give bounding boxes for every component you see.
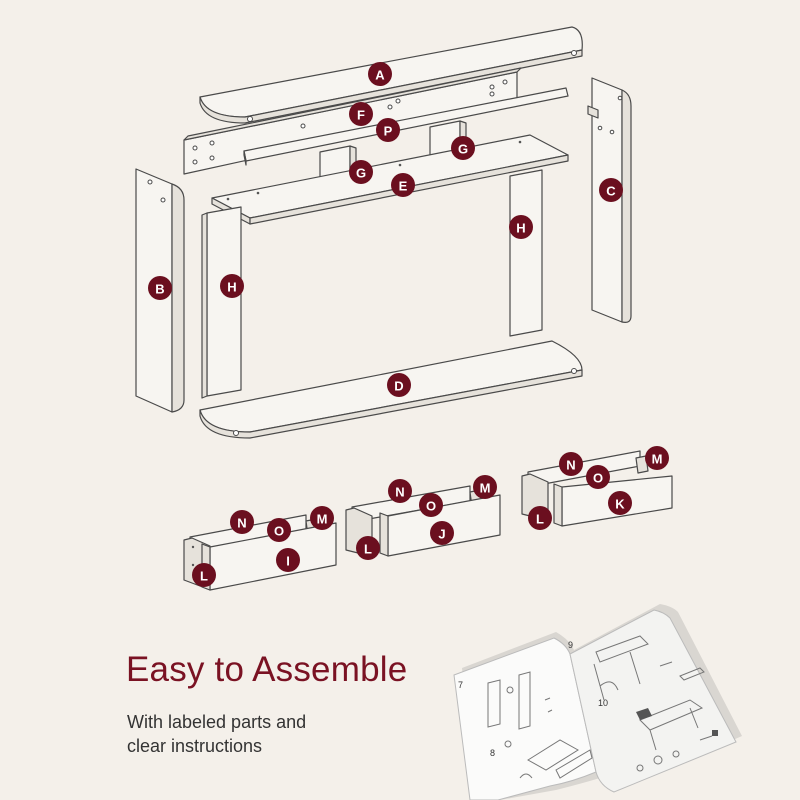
badge-e: E: [391, 173, 415, 197]
badge-n-3: N: [559, 452, 583, 476]
badge-b: B: [148, 276, 172, 300]
badge-c: C: [599, 178, 623, 202]
svg-text:H: H: [516, 221, 525, 236]
badge-l-3: L: [528, 506, 552, 530]
svg-text:O: O: [426, 499, 436, 514]
badge-d: D: [387, 373, 411, 397]
manual-page-9: 9: [568, 640, 573, 650]
svg-text:I: I: [286, 554, 290, 569]
instruction-manual-illustration: 7 8 9 10: [453, 604, 742, 800]
badge-n-2: N: [388, 479, 412, 503]
manual-page-8: 8: [490, 748, 495, 758]
badge-p: P: [376, 118, 400, 142]
svg-text:L: L: [364, 542, 372, 557]
badge-o-2: O: [419, 493, 443, 517]
badge-h-right: H: [509, 215, 533, 239]
svg-text:H: H: [227, 280, 236, 295]
badge-o-1: O: [267, 518, 291, 542]
badge-f: F: [349, 102, 373, 126]
subtext-line-2: clear instructions: [127, 736, 263, 756]
badge-j: J: [430, 521, 454, 545]
svg-text:N: N: [395, 485, 404, 500]
svg-text:D: D: [394, 379, 403, 394]
badge-m-3: M: [645, 446, 669, 470]
svg-text:M: M: [317, 512, 328, 527]
badge-m-2: M: [473, 475, 497, 499]
badge-l-1: L: [192, 563, 216, 587]
badge-l-2: L: [356, 536, 380, 560]
badge-m-1: M: [310, 506, 334, 530]
svg-text:F: F: [357, 108, 365, 123]
subtext-line-1: With labeled parts and: [127, 712, 307, 732]
drawer-assembly-i: [183, 514, 337, 591]
badge-n-1: N: [230, 510, 254, 534]
upright-h-left: [201, 206, 242, 399]
svg-text:J: J: [438, 527, 445, 542]
badge-a: A: [368, 62, 392, 86]
badge-i: I: [276, 548, 300, 572]
badge-o-3: O: [586, 465, 610, 489]
svg-text:N: N: [237, 516, 246, 531]
upright-h-right: [509, 169, 543, 337]
svg-text:N: N: [566, 458, 575, 473]
badge-g-left: G: [349, 160, 373, 184]
svg-text:P: P: [384, 124, 393, 139]
badge-g-right: G: [451, 136, 475, 160]
badge-h-left: H: [220, 274, 244, 298]
badge-k: K: [608, 491, 632, 515]
svg-text:E: E: [399, 179, 408, 194]
svg-text:A: A: [375, 68, 385, 83]
svg-text:B: B: [155, 282, 164, 297]
manual-page-7: 7: [458, 680, 463, 690]
svg-text:G: G: [458, 142, 468, 157]
svg-text:K: K: [615, 497, 625, 512]
svg-text:C: C: [606, 184, 616, 199]
svg-text:O: O: [593, 471, 603, 486]
svg-text:L: L: [200, 569, 208, 584]
svg-text:O: O: [274, 524, 284, 539]
svg-text:M: M: [652, 452, 663, 467]
subtext: With labeled parts and clear instruction…: [127, 710, 306, 758]
svg-text:G: G: [356, 166, 366, 181]
svg-text:M: M: [480, 481, 491, 496]
manual-page-10: 10: [598, 698, 608, 708]
headline: Easy to Assemble: [126, 650, 408, 689]
panel-p: [243, 87, 569, 166]
svg-text:L: L: [536, 512, 544, 527]
